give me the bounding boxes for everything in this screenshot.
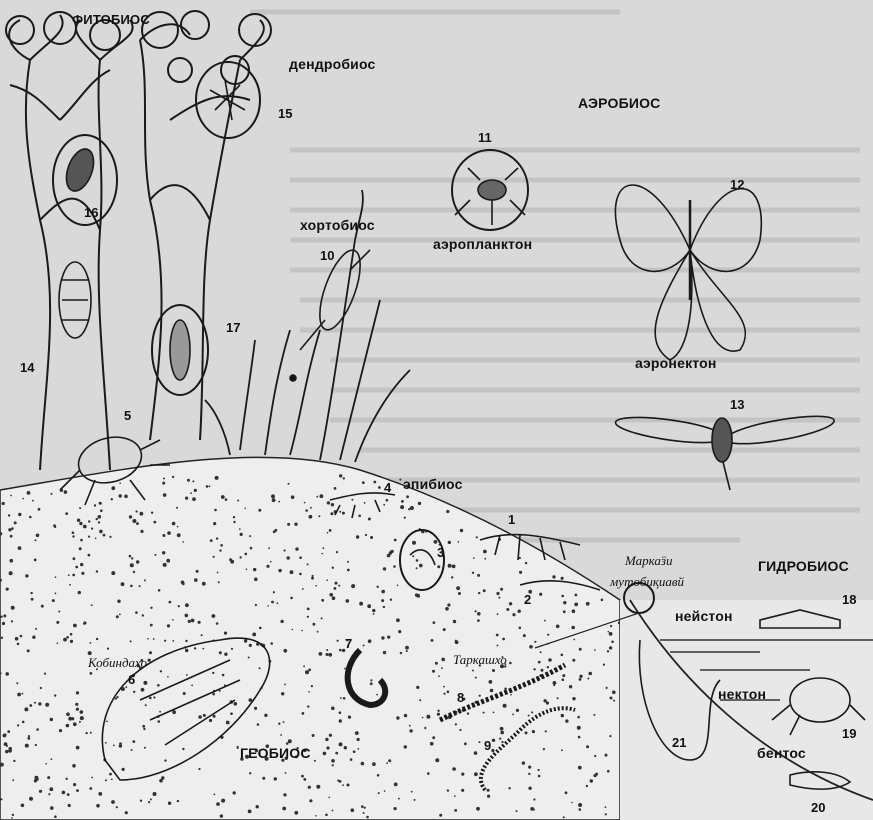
number-1: 1 — [508, 512, 515, 527]
label-nekton: нектон — [718, 686, 766, 702]
label-geobios: ГЕОБИОС — [240, 745, 311, 761]
label-epibios: эпибиос — [403, 476, 463, 492]
number-11: 11 — [478, 130, 492, 145]
label-kobindaho: Кобиндахо — [88, 655, 147, 671]
label-neuston: нейстон — [675, 608, 733, 624]
number-17: 17 — [226, 320, 240, 335]
number-7: 7 — [345, 636, 352, 651]
number-14: 14 — [20, 360, 34, 375]
number-2: 2 — [524, 592, 531, 607]
background-page-text — [250, 12, 860, 540]
number-9: 9 — [484, 738, 491, 753]
number-20: 20 — [811, 800, 825, 815]
label-markazi-2: мутобиқиавй — [610, 574, 684, 590]
label-aeroplankton: аэропланктон — [433, 236, 532, 252]
number-12: 12 — [730, 177, 744, 192]
label-dendrobios: дендробиос — [289, 56, 376, 72]
label-hortobios: хортобиос — [300, 217, 375, 233]
label-markazi-1: Маркаӟи — [625, 553, 672, 569]
water-body — [620, 600, 873, 820]
number-13: 13 — [730, 397, 744, 412]
label-aeronekton: аэронектон — [635, 355, 717, 371]
number-6: 6 — [128, 672, 135, 687]
number-8: 8 — [457, 690, 464, 705]
label-aerobios: АЭРОБИОС — [578, 95, 661, 111]
label-phytobios: ФИТОБИОС — [72, 12, 150, 27]
number-19: 19 — [842, 726, 856, 741]
label-tarkashho: Таркашхо — [453, 652, 507, 668]
number-5: 5 — [124, 408, 131, 423]
number-10: 10 — [320, 248, 334, 263]
number-18: 18 — [842, 592, 856, 607]
number-15: 15 — [278, 106, 292, 121]
label-hydrobios: ГИДРОБИОС — [758, 558, 849, 574]
label-benthos: бентос — [757, 745, 806, 761]
tree-left — [6, 12, 133, 470]
number-4: 4 — [384, 480, 391, 495]
number-21: 21 — [672, 735, 686, 750]
number-3: 3 — [437, 545, 444, 560]
number-16: 16 — [84, 205, 98, 220]
